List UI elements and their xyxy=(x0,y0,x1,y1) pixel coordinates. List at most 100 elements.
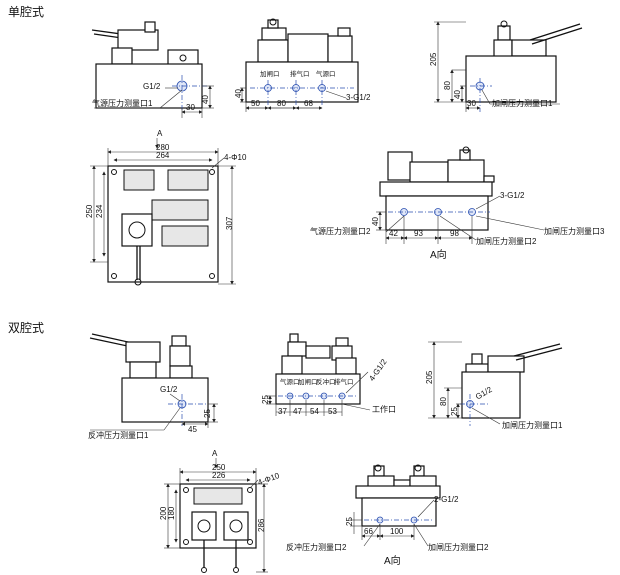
dim-80: 80 xyxy=(277,99,286,108)
lever-hub xyxy=(117,29,159,51)
port-label-g12: G1/2 xyxy=(160,385,178,394)
port-label-gas: 气源口 xyxy=(316,69,336,78)
dim-50: 50 xyxy=(251,99,260,108)
callout-close-p2: 加闸压力测量口2 xyxy=(476,236,537,246)
manifold-body xyxy=(465,55,557,103)
section-marker-a: A xyxy=(157,129,163,138)
double-right-view: G1/2 205 80 25 加闸压力测量口1 xyxy=(425,341,563,430)
callout-work-port: 工作口 xyxy=(372,404,396,414)
dim-25: 25 xyxy=(450,407,459,416)
dim-307: 307 xyxy=(225,216,234,230)
lever-handle xyxy=(513,343,561,357)
dim-205: 205 xyxy=(425,370,434,384)
callout-4-phi10: 4-Φ10 xyxy=(224,153,247,162)
port-label-exhaust: 排气口 xyxy=(290,69,310,78)
valve-1 xyxy=(123,169,155,191)
dim-40: 40 xyxy=(453,90,462,99)
valve-top xyxy=(193,487,243,505)
solenoid-1 xyxy=(257,39,289,63)
dim-205: 205 xyxy=(429,52,438,66)
dim-200: 200 xyxy=(159,506,168,520)
dim-54: 54 xyxy=(310,407,319,416)
port-label-add: 加闸口 xyxy=(298,377,318,386)
valve-4 xyxy=(161,225,209,247)
dim-80: 80 xyxy=(443,81,452,90)
callout-close-p2: 加闸压力测量口2 xyxy=(428,542,489,552)
dim-234: 234 xyxy=(95,204,104,218)
dim-42: 42 xyxy=(389,229,398,238)
lever-handle xyxy=(529,23,581,41)
solenoid-2 xyxy=(327,35,353,63)
dim-250: 250 xyxy=(85,204,94,218)
single-front-view: G1/2 40 30 气源压力测量口1 xyxy=(91,21,214,118)
dim-280: 280 xyxy=(156,143,170,152)
dim-25: 25 xyxy=(345,517,354,526)
dim-226: 226 xyxy=(212,471,226,480)
section-title-double: 双腔式 xyxy=(8,320,44,335)
callout-inlet-p1: 气源压力测量口1 xyxy=(92,98,153,108)
double-front-view: G1/2 25 45 反冲压力测量口1 xyxy=(88,333,218,440)
callout-close-p3: 加闸压力测量口3 xyxy=(544,226,605,236)
dim-30: 30 xyxy=(467,99,476,108)
dim-45: 45 xyxy=(188,425,197,434)
dim-93: 93 xyxy=(414,229,423,238)
lever-hub xyxy=(125,341,161,363)
manifold-body xyxy=(361,497,437,527)
dim-80: 80 xyxy=(439,397,448,406)
port-label-exhaust: 排气口 xyxy=(334,377,354,386)
dim-40: 40 xyxy=(371,217,380,226)
dim-37: 37 xyxy=(278,407,287,416)
section-marker-a: A xyxy=(212,449,218,458)
single-a-view: 3-G1/2 40 42 93 98 气源压力测量口2 加闸压力测量口2 加闸压… xyxy=(310,146,605,261)
dim-98: 98 xyxy=(450,229,459,238)
lever-hub-1 xyxy=(191,511,217,541)
callout-3-g12: 3-G1/2 xyxy=(346,93,371,102)
lever-hub xyxy=(487,355,525,373)
callout-3-g12: 3-G1/2 xyxy=(500,191,525,200)
view-a-label: A向 xyxy=(384,554,401,567)
dim-30: 30 xyxy=(186,103,195,112)
dim-264: 264 xyxy=(156,151,170,160)
port-label-add: 加闸口 xyxy=(260,69,280,78)
dim-250: 250 xyxy=(212,463,226,472)
callout-4-phi10: 4-Φ10 xyxy=(257,471,282,487)
dim-180: 180 xyxy=(167,506,176,520)
double-top-view: A 250 226 4-Φ10 200 180 28 xyxy=(159,449,281,573)
dim-47: 47 xyxy=(293,407,302,416)
valve-3 xyxy=(151,199,209,221)
manifold-body xyxy=(245,61,359,103)
solenoid-1 xyxy=(281,355,303,375)
dim-66: 66 xyxy=(364,527,373,536)
callout-close-p1: 加闸压力测量口1 xyxy=(492,98,553,108)
solenoid-2 xyxy=(335,357,357,375)
lever-hub-2 xyxy=(223,511,249,541)
port-label-back: 反冲口 xyxy=(316,377,336,386)
dim-40: 40 xyxy=(201,95,210,104)
dim-25: 25 xyxy=(261,395,270,404)
dim-53: 53 xyxy=(328,407,337,416)
dim-286: 286 xyxy=(257,518,266,532)
dim-68: 68 xyxy=(304,99,313,108)
lever-hub xyxy=(511,39,547,57)
callout-2-g12: 2-G1/2 xyxy=(434,495,459,504)
solenoid xyxy=(169,345,191,367)
section-title-single: 单腔式 xyxy=(8,4,44,19)
lever-hub xyxy=(121,213,153,247)
double-a-view: 2-G1/2 25 66 100 反冲压力测量口2 加闸压力测量口2 A向 xyxy=(286,464,489,567)
valve-2 xyxy=(167,169,209,191)
dim-25: 25 xyxy=(203,409,212,418)
callout-close-p1: 加闸压力测量口1 xyxy=(502,420,563,430)
single-side-view: 加闸口 排气口 气源口 3-G1/2 40 50 80 68 xyxy=(234,18,371,112)
callout-inlet-p2: 气源压力测量口2 xyxy=(310,226,371,236)
view-a-label: A向 xyxy=(430,248,447,261)
manifold-body xyxy=(121,377,209,423)
double-side-view: 气源口 加闸口 反冲口 排气口 4-G1/2 25 37 47 54 53 工作… xyxy=(261,333,396,416)
callout-4-g12: 4-G1/2 xyxy=(367,357,389,383)
callout-back-p1: 反冲压力测量口1 xyxy=(88,430,149,440)
dim-100: 100 xyxy=(390,527,404,536)
single-right-view: 205 80 40 30 加闸压力测量口1 xyxy=(429,20,583,112)
manifold-body xyxy=(461,371,521,419)
port-label-g12: G1/2 xyxy=(143,82,161,91)
dim-40: 40 xyxy=(234,89,243,98)
